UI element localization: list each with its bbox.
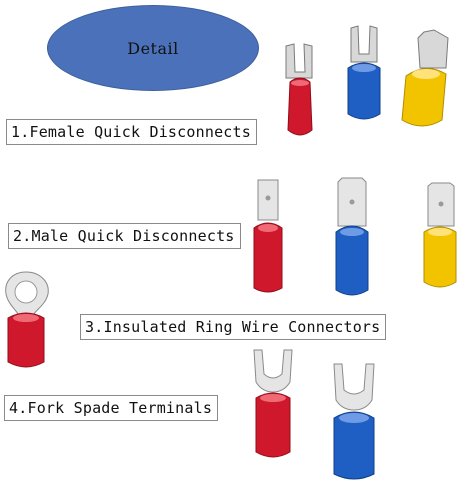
ring-connector-red-icon (2, 268, 52, 372)
male-disconnect-yellow-icon (420, 182, 460, 292)
detail-badge-text: Detail (127, 38, 179, 58)
female-disconnect-blue-icon (340, 24, 388, 124)
label-fork-spade-terminals: 4.Fork Spade Terminals (4, 395, 219, 421)
label-male-quick-disconnects: 2.Male Quick Disconnects (8, 223, 241, 249)
female-disconnect-yellow-icon (398, 28, 458, 132)
detail-badge: Detail (47, 5, 259, 91)
label-insulated-ring-connectors: 3.Insulated Ring Wire Connectors (80, 314, 387, 340)
fork-spade-blue-icon (328, 360, 380, 484)
male-disconnect-blue-icon (332, 176, 372, 298)
female-disconnect-red-icon (276, 42, 324, 142)
label-female-quick-disconnects: 1.Female Quick Disconnects (6, 119, 257, 145)
male-disconnect-red-icon (250, 176, 286, 294)
fork-spade-red-icon (248, 346, 298, 462)
